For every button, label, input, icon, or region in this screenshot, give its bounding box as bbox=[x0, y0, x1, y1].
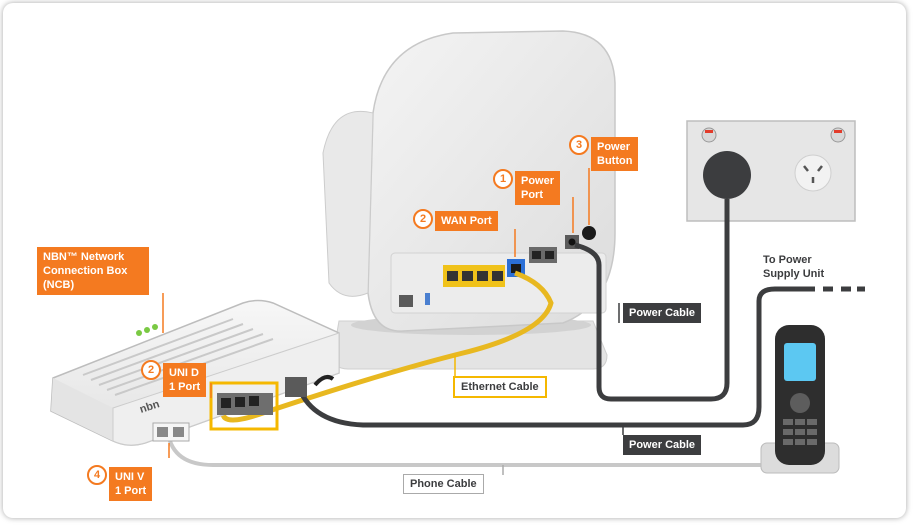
power-port-label: Power Port bbox=[515, 171, 561, 205]
power-port-label-line2: Port bbox=[521, 189, 543, 201]
power-button bbox=[582, 226, 596, 240]
ethernet-cable-label: Ethernet Cable bbox=[453, 376, 547, 398]
phone-cable-label: Phone Cable bbox=[403, 474, 484, 494]
power-button-label-line1: Power bbox=[597, 141, 631, 153]
power-button-label-line2: Button bbox=[597, 155, 633, 167]
uni-v-label: UNI V 1 Port bbox=[109, 467, 153, 501]
power-port-label-line1: Power bbox=[521, 175, 555, 187]
to-power-supply-label: To Power Supply Unit bbox=[763, 253, 824, 281]
marker-1-power-port: 1 bbox=[493, 169, 513, 189]
phone-screen bbox=[784, 343, 816, 381]
power-cable-router bbox=[574, 199, 730, 402]
marker-4-uni-v: 4 bbox=[87, 465, 107, 485]
cordless-phone bbox=[760, 325, 840, 474]
wall-power-outlet bbox=[686, 120, 856, 222]
power-cable-label-bottom: Power Cable bbox=[623, 435, 702, 455]
lan-ports bbox=[443, 265, 505, 287]
power-cable-ncb bbox=[296, 286, 815, 428]
diagram-frame: nbn NBN™ Network Connection Box (NCB) 2 … bbox=[3, 3, 906, 518]
power-button-label: Power Button bbox=[591, 137, 639, 171]
dsl-port bbox=[399, 295, 413, 307]
uni-v-label-line2: 1 Port bbox=[115, 485, 147, 497]
modem-router bbox=[322, 30, 616, 332]
marker-2-wan: 2 bbox=[413, 209, 433, 229]
uni-d-port-highlight bbox=[209, 381, 279, 431]
ncb-power-socket bbox=[285, 377, 307, 397]
usb-port bbox=[425, 293, 430, 305]
marker-2-uni-d: 2 bbox=[141, 360, 161, 380]
uni-d-label-line1: UNI D bbox=[169, 367, 199, 379]
uni-v-label-line1: UNI V bbox=[115, 471, 145, 483]
to-power-supply-line1: To Power bbox=[763, 254, 812, 266]
pointer-lines bbox=[162, 168, 590, 458]
cable-pointers bbox=[618, 303, 624, 435]
diagram-illustration: nbn bbox=[50, 30, 865, 475]
power-cable-label-top: Power Cable bbox=[623, 303, 702, 323]
uni-d-label: UNI D 1 Port bbox=[163, 363, 207, 397]
to-power-supply-line2: Supply Unit bbox=[763, 268, 825, 280]
ncb-label: NBN™ Network Connection Box (NCB) bbox=[37, 247, 149, 295]
ethernet-cable bbox=[220, 270, 554, 423]
uni-d-label-line2: 1 Port bbox=[169, 381, 201, 393]
marker-3-power-button: 3 bbox=[569, 135, 589, 155]
wan-port-label: WAN Port bbox=[435, 211, 498, 231]
